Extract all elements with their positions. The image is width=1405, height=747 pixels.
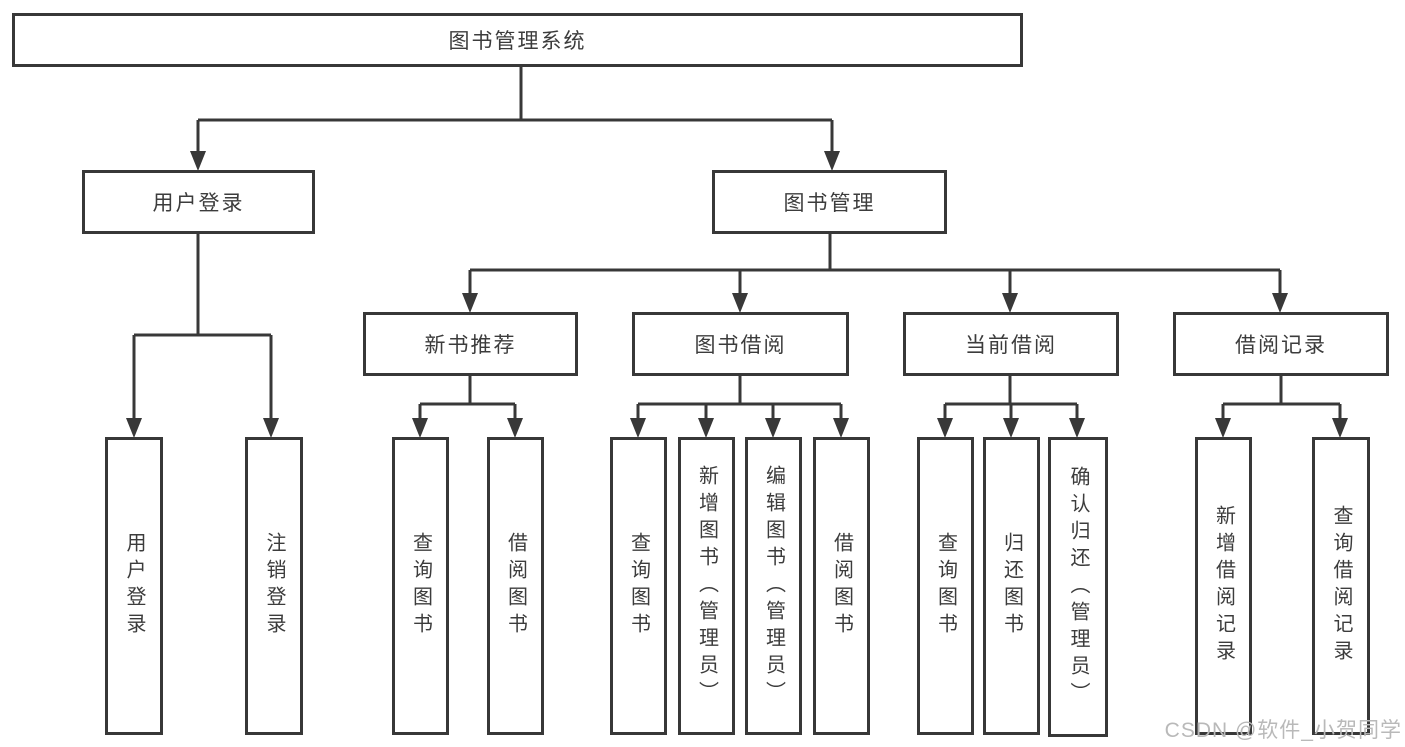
leaf-confirm-return-admin: 确认归还（管理员） <box>1048 437 1108 737</box>
node-book-borrowing: 图书借阅 <box>632 312 849 376</box>
leaf-query-books-current: 查询图书 <box>917 437 974 735</box>
leaf-return-book: 归还图书 <box>983 437 1040 735</box>
leaf-add-book-admin: 新增图书（管理员） <box>678 437 735 735</box>
leaf-query-books-newbook: 查询图书 <box>392 437 449 735</box>
node-user-login: 用户登录 <box>82 170 315 234</box>
leaf-logout: 注销登录 <box>245 437 303 735</box>
leaf-borrow-books-newbook: 借阅图书 <box>487 437 544 735</box>
node-new-book-recommend: 新书推荐 <box>363 312 578 376</box>
watermark: CSDN @软件_小贺同学 <box>1164 719 1402 742</box>
leaf-borrow-books-borrow: 借阅图书 <box>813 437 870 735</box>
leaf-user-login: 用户登录 <box>105 437 163 735</box>
leaf-query-borrow-record: 查询借阅记录 <box>1312 437 1370 735</box>
node-book-management-system: 图书管理系统 <box>12 13 1023 67</box>
leaf-add-borrow-record: 新增借阅记录 <box>1195 437 1252 735</box>
leaf-query-books-borrow: 查询图书 <box>610 437 667 735</box>
node-book-management: 图书管理 <box>712 170 947 234</box>
leaf-edit-book-admin: 编辑图书（管理员） <box>745 437 802 735</box>
node-borrowing-records: 借阅记录 <box>1173 312 1389 376</box>
arrowhead-icons <box>126 151 1348 438</box>
node-current-borrowing: 当前借阅 <box>903 312 1119 376</box>
